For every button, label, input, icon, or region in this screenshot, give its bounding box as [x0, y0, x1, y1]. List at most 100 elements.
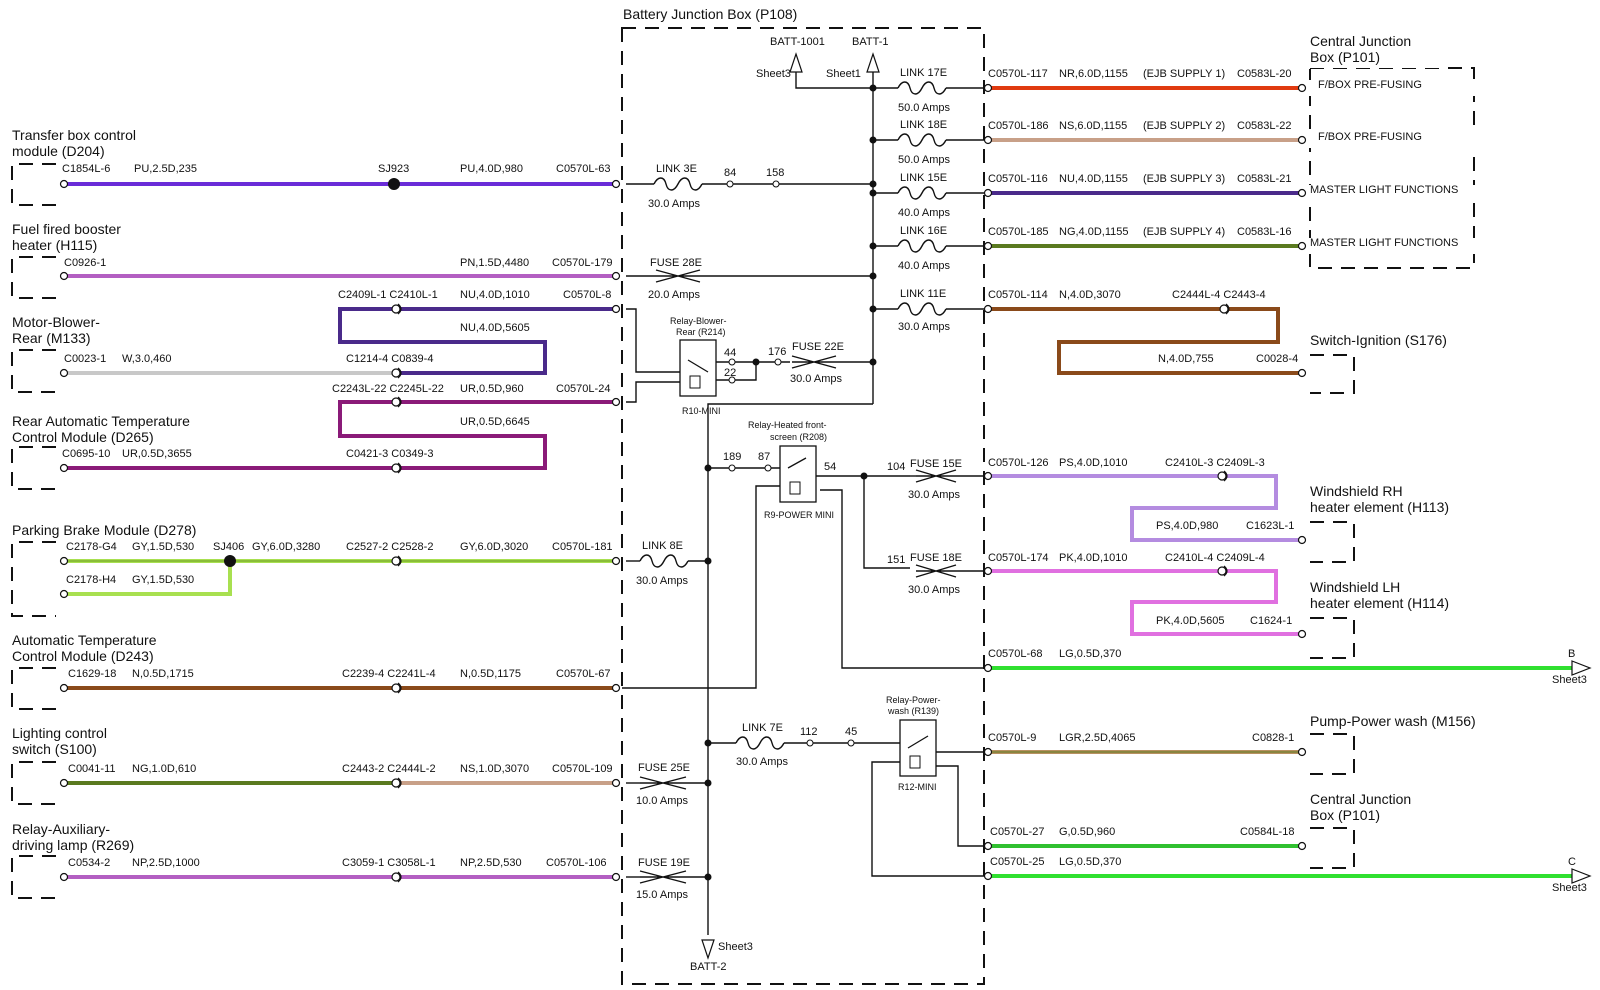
- inline-connector-icon: [1217, 566, 1227, 576]
- terminal-icon: [983, 304, 993, 314]
- windshield-rh: Windshield RH heater element (H113): [1310, 483, 1449, 563]
- pin-84: 84: [724, 167, 736, 179]
- cjb2-label-1: Central Junction: [1310, 791, 1411, 807]
- relay-blower-rear: Relay-Blower- Rear (R214) R10-MINI 44 22…: [626, 308, 790, 416]
- supply2-note: (EJB SUPPLY 2): [1143, 120, 1225, 132]
- wlh-spec2: PK,4.0D,5605: [1156, 615, 1225, 627]
- lcs-label-1: Lighting control: [12, 725, 107, 741]
- cjb-spec: G,0.5D,960: [1059, 826, 1115, 838]
- pin-151: 151: [887, 554, 905, 566]
- lcs-conn: C0041-11: [68, 763, 116, 775]
- inline-connector-icon: [391, 556, 401, 566]
- fuse-25e-amps: 10.0 Amps: [636, 795, 688, 807]
- terminal-icon: [59, 368, 69, 378]
- terminal-icon: [59, 778, 69, 788]
- fuse-19e-amps: 15.0 Amps: [636, 889, 688, 901]
- terminal-icon: [59, 179, 69, 189]
- link-16e: LINK 16E 40.0 Amps: [873, 225, 984, 272]
- terminal-icon: [983, 83, 993, 93]
- mbr-spec: W,3.0,460: [122, 353, 172, 365]
- link-16e-name: LINK 16E: [900, 225, 947, 237]
- fuse-25e: FUSE 25E 10.0 Amps: [626, 762, 712, 807]
- wrh-mid: C2410L-3 C2409L-3: [1165, 457, 1265, 469]
- r139-type: R12-MINI: [898, 782, 937, 792]
- supply3-from: C0570L-116: [988, 173, 1048, 185]
- atc-label-2: Control Module (D243): [12, 648, 154, 664]
- switch-ignition-label: Switch-Ignition (S176): [1310, 332, 1447, 348]
- pump-to: C0828-1: [1252, 732, 1294, 744]
- pin-189: 189: [723, 451, 741, 463]
- terminal-icon: [983, 241, 993, 251]
- terminal-icon: [611, 304, 621, 314]
- ffbh-to: C0570L-179: [552, 257, 613, 269]
- transfer-box-module: Transfer box control module (D204) C1854…: [11, 127, 616, 206]
- inline-connector-icon: [391, 304, 401, 314]
- inline-connector-icon: [1219, 304, 1229, 314]
- terminal-icon: [1297, 841, 1307, 851]
- pin-22: 22: [724, 367, 736, 379]
- cjb-title-line2: Box (P101): [1310, 49, 1380, 65]
- mbr-top-conn: C2409L-1 C2410L-1: [338, 289, 438, 301]
- mbr-label-1: Motor-Blower-: [12, 314, 100, 330]
- fuse-15e: FUSE 15E 30.0 Amps: [908, 458, 984, 501]
- pump-label: Pump-Power wash (M156): [1310, 713, 1476, 729]
- supply4-to: C0583L-16: [1237, 226, 1291, 238]
- pin-158: 158: [766, 167, 784, 179]
- terminal-markers: [59, 83, 1307, 882]
- pump-spec: LGR,2.5D,4065: [1059, 732, 1135, 744]
- pbm-spec3: GY,6.0D,3020: [460, 541, 528, 553]
- ratc-mid-conn: C0421-3 C0349-3: [346, 448, 433, 460]
- link-17e-name: LINK 17E: [900, 67, 947, 79]
- central-junction-box-bottom: Central Junction Box (P101): [1310, 791, 1411, 869]
- output-c-wire: C0570L-25 LG,0.5D,370 C Sheet3: [988, 856, 1592, 894]
- cjb-from: C0570L-27: [990, 826, 1044, 838]
- link-11e-name: LINK 11E: [900, 288, 946, 300]
- junction-box-title: Battery Junction Box (P108): [623, 6, 797, 22]
- ign-from: C0570L-114: [988, 289, 1048, 301]
- terminal-icon: [59, 463, 69, 473]
- wlh-from: C0570L-174: [988, 552, 1049, 564]
- link-15e-name: LINK 15E: [900, 172, 947, 184]
- inline-connector-icon: [397, 303, 402, 315]
- link-3e-name: LINK 3E: [656, 163, 697, 175]
- inline-connector-icon: [397, 555, 402, 567]
- supply3-to: C0583L-21: [1237, 173, 1291, 185]
- master-light-1: MASTER LIGHT FUNCTIONS: [1310, 184, 1458, 196]
- sheet-arrow-right-icon: [1571, 660, 1592, 676]
- inline-connector-icon: [397, 396, 402, 408]
- relay-heated-front-screen: 189 87 Relay-Heated front- screen (R208)…: [622, 420, 988, 689]
- link-3e-amps: 30.0 Amps: [648, 198, 700, 210]
- mbr-label-2: Rear (M133): [12, 330, 91, 346]
- pin-104: 104: [887, 461, 905, 473]
- sheet-arrow-up-icon: [866, 52, 880, 73]
- windshield-lh-wire: C0570L-174 PK,4.0D,1010 C2410L-4 C2409L-…: [988, 552, 1302, 636]
- fuse-22e-amps: 30.0 Amps: [790, 373, 842, 385]
- terminal-icon: [611, 556, 621, 566]
- inline-connectors: [391, 303, 1230, 883]
- terminal-icon: [983, 566, 993, 576]
- wlh-mid: C2410L-4 C2409L-4: [1165, 552, 1265, 564]
- supply1-note: (EJB SUPPLY 1): [1143, 68, 1225, 80]
- tbcm-conn: C1854L-6: [62, 163, 110, 175]
- pin-87: 87: [758, 451, 770, 463]
- windshield-lh: Windshield LH heater element (H114): [1310, 579, 1449, 659]
- fbox-prefusing-1: F/BOX PRE-FUSING: [1318, 79, 1422, 91]
- wrh-label-2: heater element (H113): [1310, 499, 1449, 515]
- terminal-icon: [59, 271, 69, 281]
- motor-blower-rear: Motor-Blower- Rear (M133) C2409L-1 C2410…: [11, 289, 616, 393]
- ratc-to: C0570L-24: [556, 383, 610, 395]
- pbm-label: Parking Brake Module (D278): [12, 522, 196, 538]
- atc-spec2: N,0.5D,1175: [460, 668, 521, 680]
- atc-module: Automatic Temperature Control Module (D2…: [11, 632, 616, 710]
- ratc-label-2: Control Module (D265): [12, 429, 154, 445]
- splice-sj406: [224, 555, 236, 567]
- r214-type: R10-MINI: [682, 406, 721, 416]
- outc-spec: LG,0.5D,370: [1059, 856, 1121, 868]
- inline-connector-icon: [391, 397, 401, 407]
- link-fuses-right: LINK 17E 50.0 Amps LINK 18E 50.0 Amps LI…: [869, 67, 984, 366]
- pump-wire: C0570L-9 LGR,2.5D,4065 C0828-1: [988, 732, 1302, 754]
- output-b-wire: C0570L-68 LG,0.5D,370 B Sheet3: [988, 648, 1592, 686]
- ratc-conn: C0695-10: [62, 448, 110, 460]
- pin-112: 112: [800, 726, 818, 738]
